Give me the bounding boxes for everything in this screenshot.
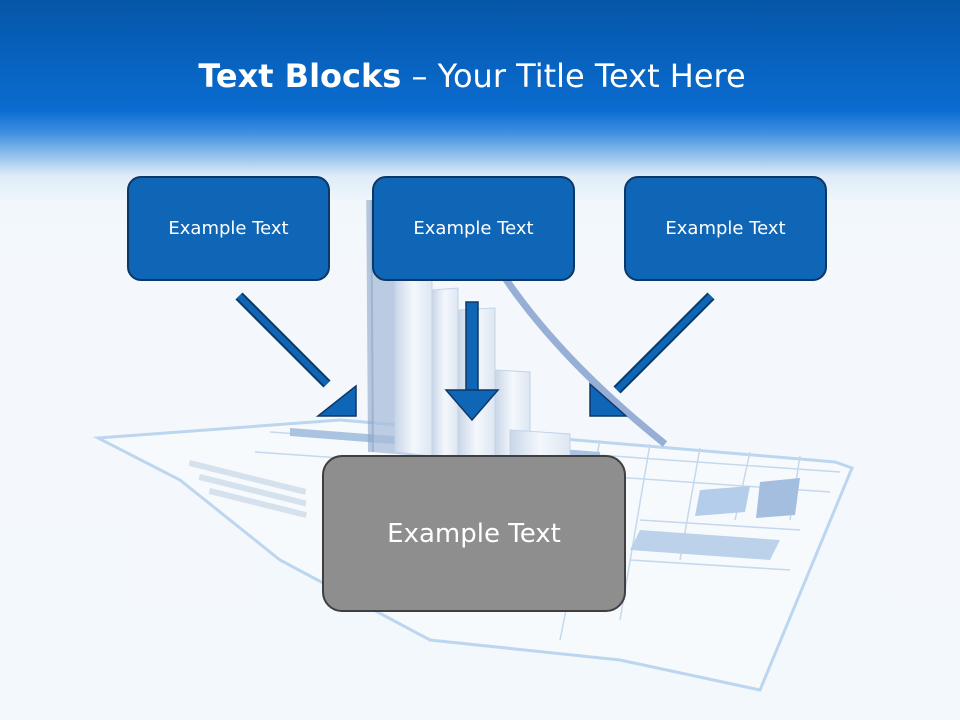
slide-title: Text Blocks – Your Title Text Here <box>0 54 944 98</box>
title-banner <box>0 0 960 200</box>
text-block-left-label: Example Text <box>168 218 289 239</box>
text-block-center[interactable]: Example Text <box>372 176 575 281</box>
title-bold: Text Blocks <box>198 57 402 95</box>
title-dash: – <box>401 57 438 95</box>
center-text-block-label: Example Text <box>387 518 561 549</box>
text-block-right[interactable]: Example Text <box>624 176 827 281</box>
text-block-center-label: Example Text <box>413 218 534 239</box>
center-text-block[interactable]: Example Text <box>322 455 626 612</box>
text-block-left[interactable]: Example Text <box>127 176 330 281</box>
text-block-right-label: Example Text <box>665 218 786 239</box>
title-rest: Your Title Text Here <box>437 57 746 95</box>
